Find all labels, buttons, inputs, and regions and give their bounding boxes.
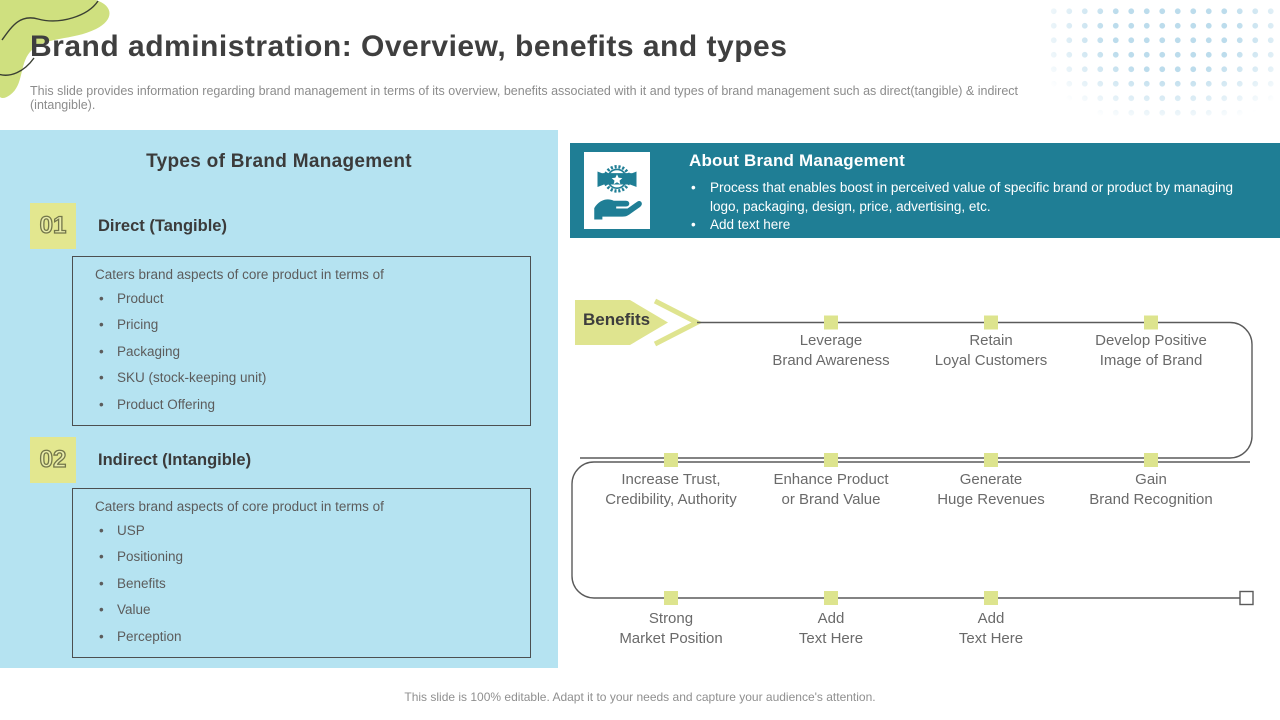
benefit-node: Strong Market Position	[619, 610, 723, 647]
benefit-node: Leverage Brand Awareness	[772, 332, 890, 369]
section-number: 02	[39, 445, 67, 473]
direct-items-list: Product Pricing Packaging SKU (stock-kee…	[95, 286, 510, 418]
list-item: Packaging	[95, 339, 510, 366]
benefit-node-placeholder[interactable]: Add Text Here	[798, 610, 864, 647]
list-item: Product	[95, 286, 510, 313]
about-bullet: Process that enables boost in perceived …	[689, 179, 1249, 216]
resize-handle[interactable]	[1239, 590, 1254, 606]
list-item: Value	[95, 597, 510, 624]
indirect-intangible-box: Caters brand aspects of core product in …	[72, 488, 531, 658]
direct-tangible-box: Caters brand aspects of core product in …	[72, 256, 531, 426]
benefits-diagram	[571, 298, 1254, 606]
section-heading-direct: Direct (Tangible)	[98, 217, 227, 235]
list-item: Product Offering	[95, 392, 510, 419]
section-heading-indirect: Indirect (Intangible)	[98, 451, 252, 469]
section-number-badge-01: 01	[30, 203, 76, 249]
page-title: Brand administration: Overview, benefits…	[30, 30, 788, 63]
benefit-node: Gain Brand Recognition	[1089, 471, 1213, 508]
list-item: Positioning	[95, 544, 510, 571]
list-item: Perception	[95, 624, 510, 651]
halftone-dots-decoration	[1046, 4, 1274, 116]
types-panel-title: Types of Brand Management	[146, 151, 412, 172]
benefit-node: Develop Positive Image of Brand	[1095, 332, 1207, 369]
section-number: 01	[39, 211, 67, 239]
benefit-node: Enhance Product or Brand Value	[773, 471, 889, 508]
benefit-node: Retain Loyal Customers	[934, 332, 1048, 369]
benefits-arrow-shape	[575, 300, 668, 345]
award-in-hand-icon	[584, 152, 650, 229]
list-item: SKU (stock-keeping unit)	[95, 365, 510, 392]
list-item: Pricing	[95, 312, 510, 339]
list-item: Benefits	[95, 571, 510, 598]
footer-note: This slide is 100% editable. Adapt it to…	[404, 690, 876, 704]
list-item: USP	[95, 518, 510, 545]
benefit-node: Increase Trust, Credibility, Authority	[605, 471, 737, 508]
corner-blob-decoration	[0, 0, 110, 99]
box-lead-text: Caters brand aspects of core product in …	[95, 499, 384, 514]
about-bullet[interactable]: Add text here	[689, 216, 1249, 235]
benefit-node-placeholder[interactable]: Add Text Here	[958, 610, 1024, 647]
slide-subtitle: This slide provides information regardin…	[30, 84, 1019, 112]
benefits-arrow-label: Benefits	[583, 310, 651, 329]
section-number-badge-02: 02	[30, 437, 76, 483]
about-bullets: Process that enables boost in perceived …	[689, 179, 1249, 235]
box-lead-text: Caters brand aspects of core product in …	[95, 267, 384, 282]
about-title: About Brand Management	[689, 151, 905, 170]
benefit-node: Generate Huge Revenues	[937, 471, 1045, 508]
indirect-items-list: USP Positioning Benefits Value Perceptio…	[95, 518, 510, 650]
